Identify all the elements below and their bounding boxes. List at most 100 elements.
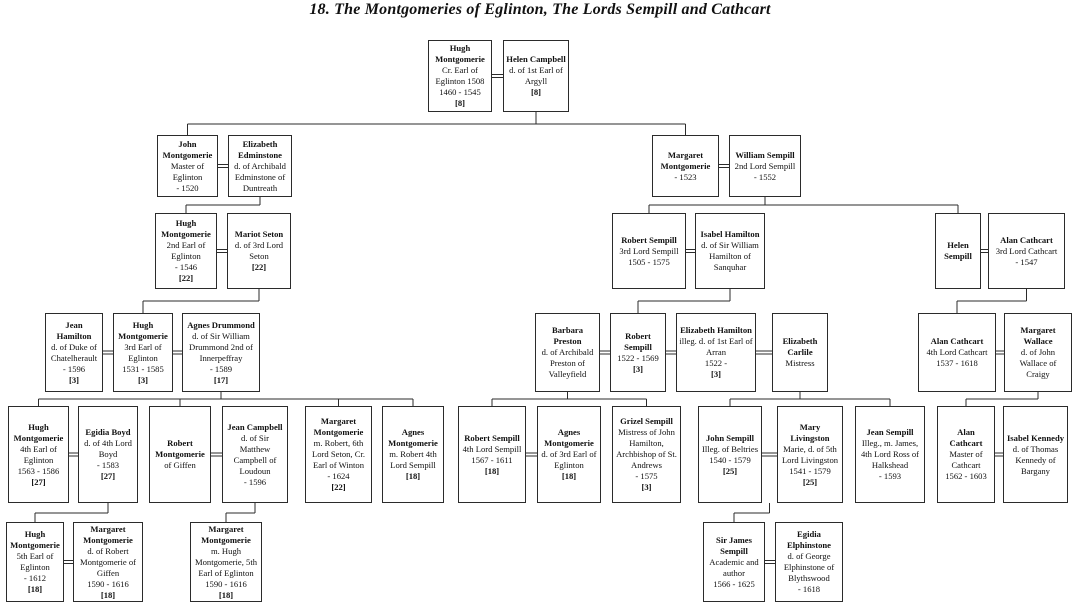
person-ref: [8]: [530, 87, 542, 97]
person-ref: [25]: [802, 476, 818, 487]
person-detail: - 1583: [96, 460, 120, 470]
person-name: Sir James Sempill: [716, 534, 752, 556]
person-name: Egidia Boyd: [85, 427, 131, 437]
person-ref: [25]: [722, 465, 738, 476]
person-name: John Montgomerie: [162, 138, 213, 160]
person-detail: - 1596: [243, 476, 267, 487]
person-name: Alan Cathcart: [949, 427, 983, 448]
person-name: Mariot Seton: [234, 229, 284, 239]
person-detail: 3rd Earl of Eglinton: [124, 341, 162, 363]
person-detail: - 1546: [174, 262, 198, 272]
person-name: Hugh Montgomerie: [118, 319, 168, 341]
person-detail: illeg. d. of 1st Earl of Arran: [679, 336, 753, 357]
person-detail: Marie, d. of 5th Lord Livingston: [781, 443, 839, 465]
person-detail: 1590 - 1616: [87, 578, 129, 589]
person-detail: 1541 - 1579: [789, 465, 831, 476]
person-name: Helen Sempill: [944, 240, 972, 261]
person-ref: [18]: [100, 589, 116, 600]
person-detail: m. Robert 4th Lord Sempill: [389, 449, 437, 470]
person-ref: [18]: [561, 471, 577, 481]
person-detail: 4th Earl of Eglinton: [20, 443, 57, 465]
person-detail: Mistress: [785, 358, 815, 368]
person-ref: [3]: [710, 369, 722, 379]
person-name: Hugh Montgomerie: [13, 421, 64, 443]
person-ref: [3]: [68, 374, 80, 385]
person-detail: Illeg., m. James, 4th Lord Ross of Halks…: [860, 438, 919, 470]
person-name: Margaret Wallace: [1020, 325, 1056, 346]
person-detail: Academic and author: [709, 556, 759, 578]
person-detail: Mistress of John Hamilton, Archbishop of…: [616, 427, 677, 470]
person-ref: [3]: [137, 374, 149, 385]
person-name: Isabel Kennedy: [1006, 432, 1065, 443]
person-detail: 1590 - 1616: [205, 578, 247, 589]
person-ref: [18]: [27, 584, 43, 594]
person-detail: - 1520: [176, 182, 199, 193]
person-box-helens: Helen Sempill: [935, 213, 981, 289]
person-name: Robert Sempill: [621, 234, 677, 245]
person-detail: 1562 - 1603: [945, 471, 987, 481]
person-detail: 1537 - 1618: [936, 358, 978, 368]
person-text: Margaret Montgomerie- 1523: [653, 149, 718, 184]
person-name: Alan Cathcart: [930, 336, 984, 346]
person-name: Margaret Montgomerie: [660, 149, 711, 171]
person-detail: 1567 - 1611: [471, 454, 513, 465]
person-detail: - 1593: [878, 471, 902, 481]
person-detail: - 1575: [635, 471, 658, 481]
person-detail: - 1552: [753, 171, 777, 182]
person-detail: 4th Lord Sempill: [462, 443, 522, 454]
person-name: Elizabeth Edminstone: [238, 138, 282, 160]
person-ref: [18]: [218, 589, 234, 600]
person-detail: - 1618: [797, 584, 821, 594]
person-ref: [8]: [454, 98, 466, 108]
person-detail: d. of Thomas Kennedy of Bargany: [1012, 443, 1059, 476]
person-name: Grizel Sempill: [620, 416, 673, 426]
person-detail: 2nd Earl of Eglinton: [166, 240, 206, 261]
person-name: Hugh Montgomerie: [10, 529, 60, 550]
person-ref: [22]: [331, 482, 346, 492]
person-name: William Sempill: [735, 149, 795, 160]
person-name: Jean Sempill: [866, 427, 914, 437]
person-name: Margaret Montgomerie: [83, 523, 133, 545]
person-detail: d. of 3rd Earl of Eglinton: [541, 449, 597, 470]
person-detail: d. of Sir William Hamilton of Sanquhar: [701, 240, 759, 272]
person-detail: d. of George Elphinstone of Blythswood: [783, 551, 835, 583]
person-name: Alan Cathcart: [1000, 234, 1053, 245]
person-name: Jean Hamilton: [56, 319, 92, 341]
person-detail: d. of Sir William Drummond 2nd of Innerp…: [189, 330, 253, 363]
